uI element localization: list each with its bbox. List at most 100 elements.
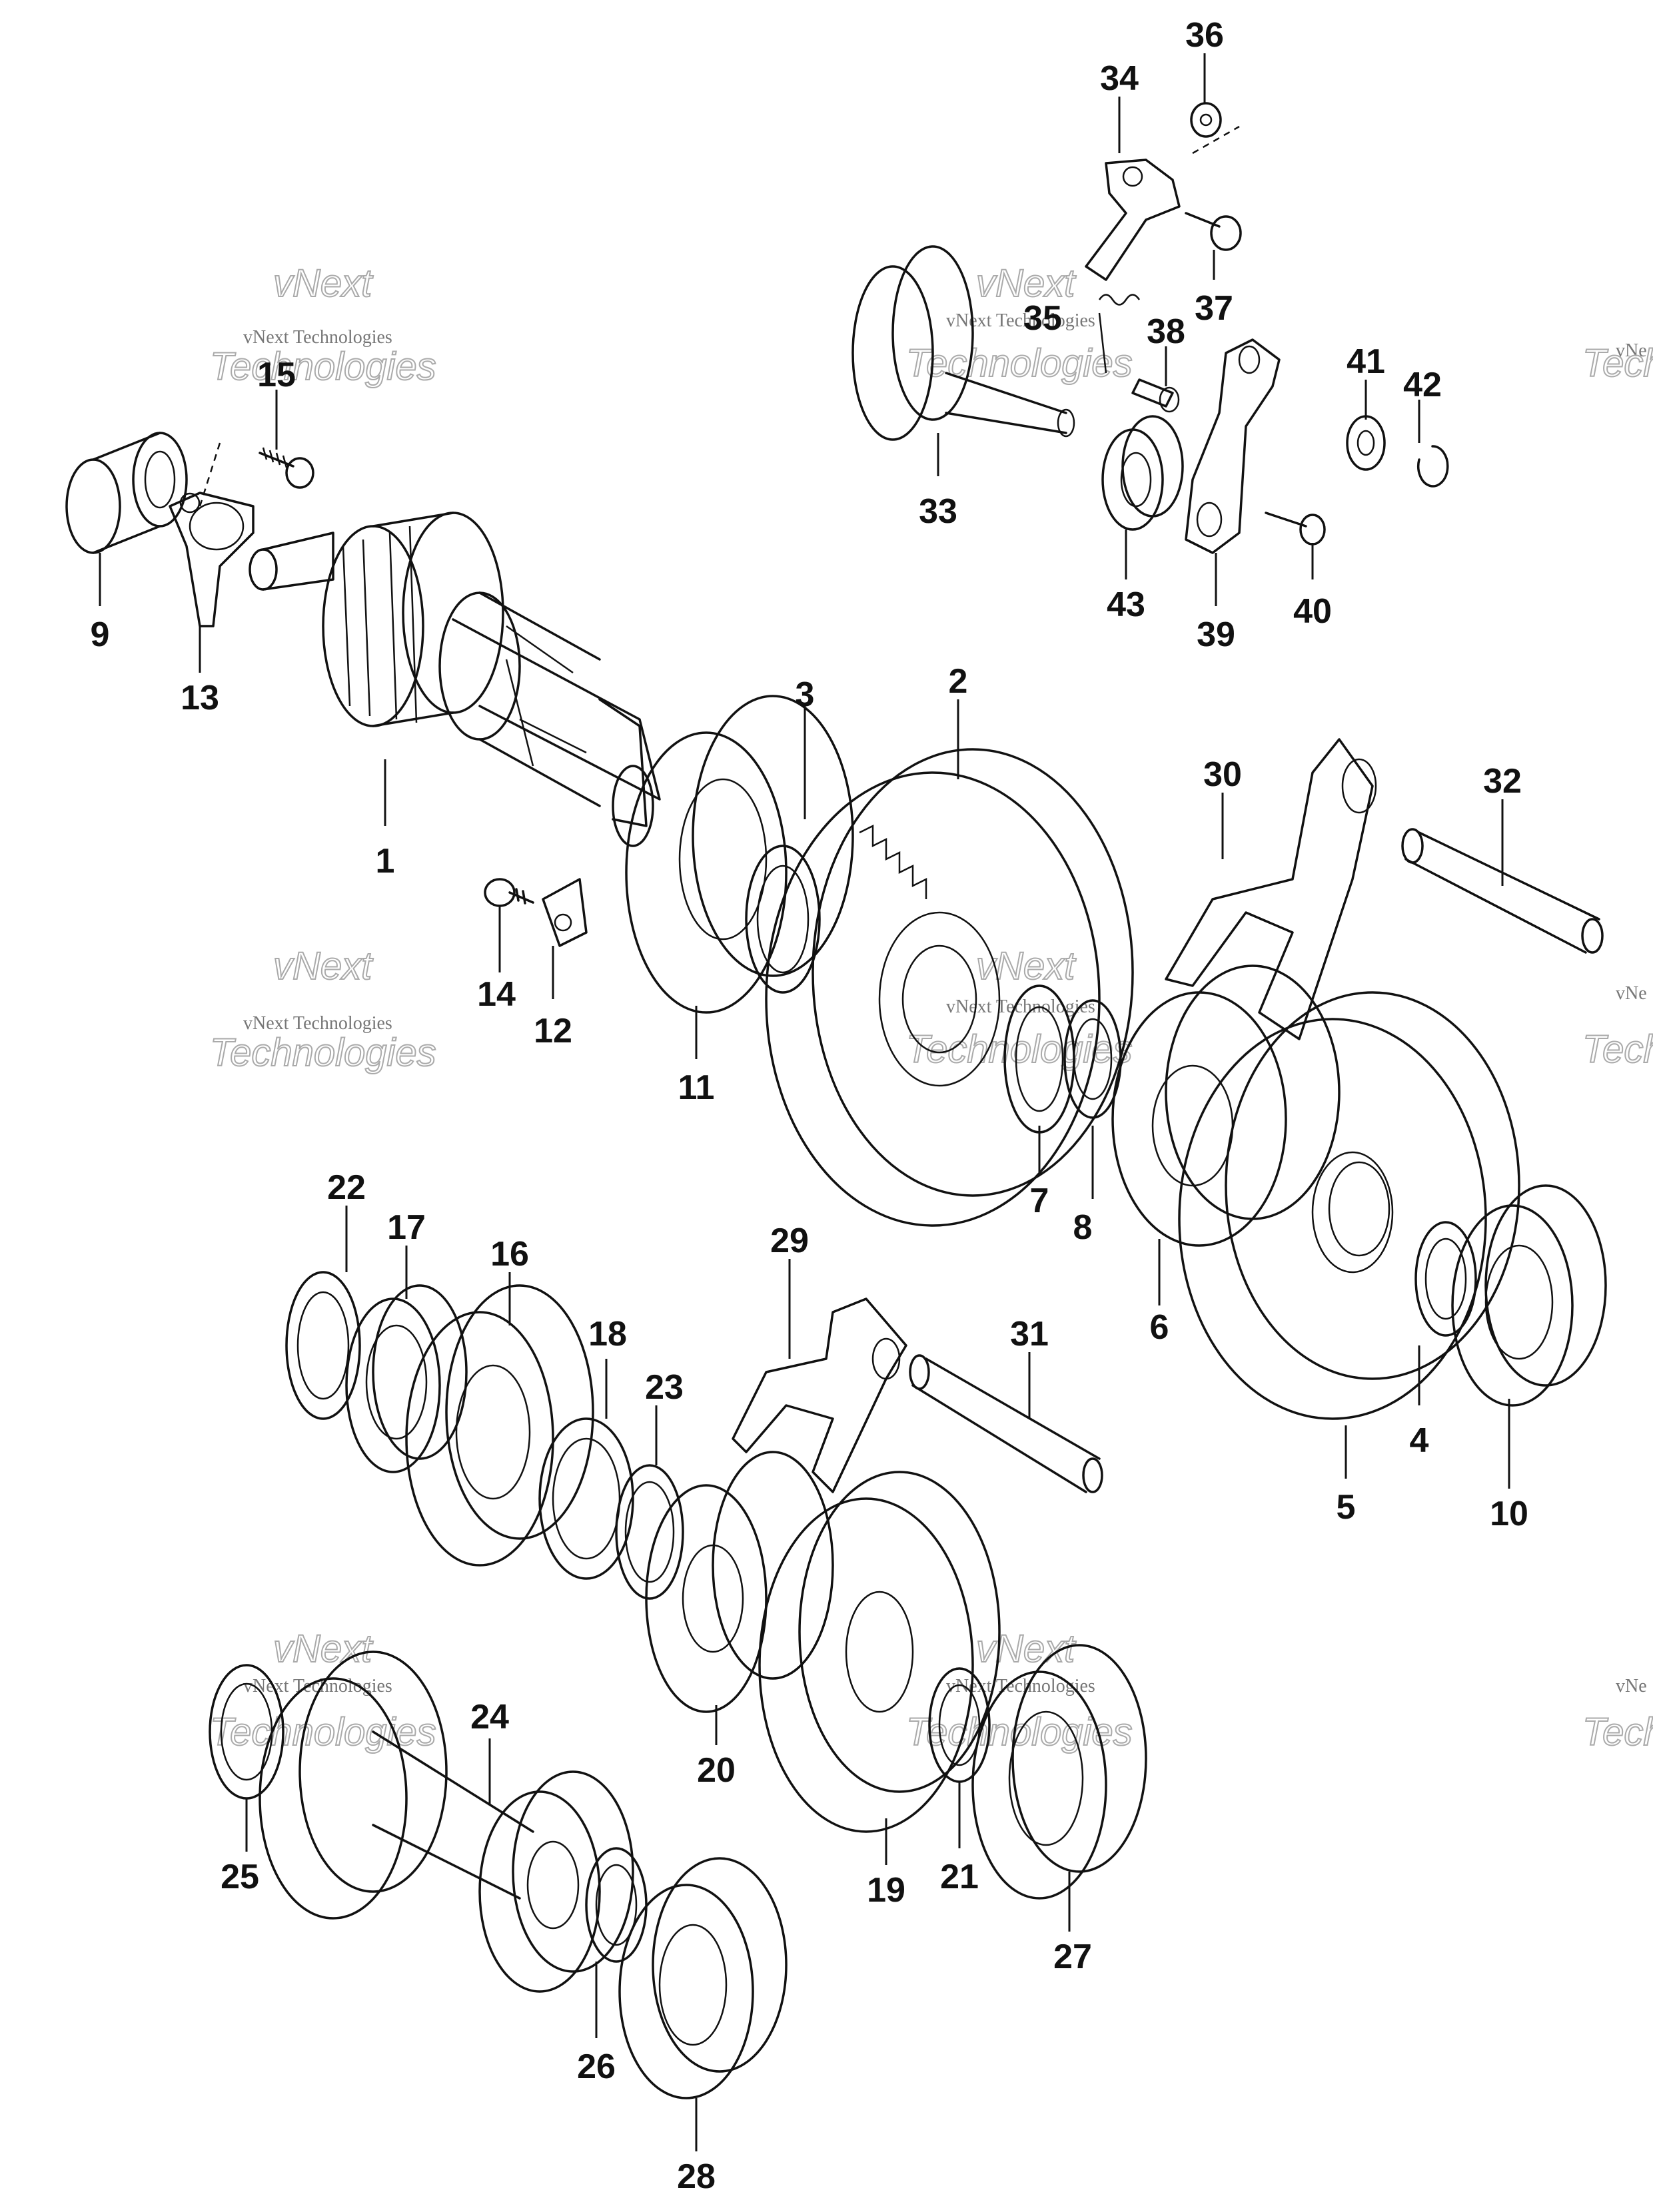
callout-21: 21 bbox=[940, 1858, 979, 1896]
part-4-washer bbox=[1414, 1221, 1477, 1337]
callout-16: 16 bbox=[490, 1235, 529, 1274]
callout-33: 33 bbox=[919, 492, 957, 531]
callout-4: 4 bbox=[1410, 1421, 1429, 1460]
watermark-4: vNext vNext Technologies Technologies bbox=[905, 944, 1133, 1072]
watermark-line-3: Technologies bbox=[210, 1031, 436, 1074]
callout-35: 35 bbox=[1023, 299, 1062, 338]
callout-31: 31 bbox=[1010, 1315, 1049, 1353]
part-17-bush bbox=[345, 1284, 468, 1473]
callout-17: 17 bbox=[387, 1208, 426, 1247]
callout-12: 12 bbox=[534, 1012, 572, 1050]
callout-40: 40 bbox=[1293, 592, 1332, 631]
watermark-line-3: Technologies bbox=[210, 345, 436, 388]
part-30-shift-fork bbox=[1165, 738, 1377, 1040]
part-24-countershaft bbox=[259, 1651, 634, 1993]
watermark-3: vNext vNext Technologies Technologies bbox=[209, 944, 437, 1075]
callout-37: 37 bbox=[1195, 289, 1233, 328]
callout-41: 41 bbox=[1347, 342, 1385, 381]
part-42-clip bbox=[1417, 445, 1449, 488]
callout-18: 18 bbox=[588, 1315, 627, 1353]
watermark-edge-6: Tech bbox=[1582, 1710, 1653, 1754]
callout-34: 34 bbox=[1100, 59, 1139, 98]
watermark-edge-2: Tech bbox=[1582, 342, 1653, 385]
part-26-washer bbox=[585, 1847, 648, 1963]
part-6-sliding-gear bbox=[1111, 964, 1341, 1247]
callout-9: 9 bbox=[91, 615, 110, 654]
part-12-lock-plate bbox=[542, 878, 588, 947]
watermark-line-1: vNext bbox=[976, 262, 1077, 305]
part-8-circlip bbox=[1063, 999, 1122, 1119]
callout-39: 39 bbox=[1197, 615, 1235, 654]
part-39-shift-lever bbox=[1185, 338, 1281, 554]
watermark-line-1: vNext bbox=[273, 944, 374, 988]
watermark-line-2: vNext Technologies bbox=[243, 327, 392, 348]
part-40-bolt bbox=[1265, 512, 1326, 546]
part-31-fork-shaft bbox=[909, 1354, 1103, 1493]
callout-7: 7 bbox=[1030, 1182, 1049, 1220]
watermark-line-1: vNext bbox=[273, 262, 374, 305]
part-19-gear bbox=[758, 1471, 1001, 1833]
callout-13: 13 bbox=[181, 679, 219, 717]
part-41-washer bbox=[1346, 415, 1386, 471]
part-20-sliding-gear bbox=[645, 1451, 834, 1713]
callout-2: 2 bbox=[949, 662, 968, 701]
watermark-edge-4: Tech bbox=[1582, 1028, 1653, 1071]
part-28-bearing bbox=[618, 1857, 788, 2099]
watermark-line-3: Technologies bbox=[210, 1710, 436, 1754]
part-14-screw bbox=[484, 878, 534, 907]
leader-lines bbox=[99, 53, 1510, 2151]
callout-22: 22 bbox=[327, 1168, 366, 1207]
callout-20: 20 bbox=[697, 1751, 736, 1790]
part-22-washer bbox=[285, 1271, 361, 1420]
part-5-large-gear bbox=[1178, 991, 1520, 1420]
callout-8: 8 bbox=[1073, 1208, 1093, 1247]
callout-25: 25 bbox=[221, 1858, 259, 1896]
watermark-line-2: vNext Technologies bbox=[946, 996, 1095, 1017]
callout-29: 29 bbox=[770, 1222, 809, 1260]
watermark-line-1: vNext bbox=[976, 944, 1077, 988]
part-3-washer bbox=[745, 845, 821, 994]
callout-11: 11 bbox=[678, 1068, 715, 1107]
callout-38: 38 bbox=[1147, 312, 1185, 351]
callout-23: 23 bbox=[645, 1368, 684, 1407]
part-2-large-gear bbox=[765, 748, 1134, 1227]
part-37-bolt bbox=[1185, 212, 1242, 251]
part-10-bearing bbox=[1451, 1184, 1607, 1407]
part-23-circlip bbox=[615, 1464, 684, 1600]
part-35-spring bbox=[1098, 294, 1141, 374]
watermark-line-2: vNext Technologies bbox=[946, 310, 1095, 331]
part-16-gear bbox=[405, 1284, 594, 1567]
callout-1: 1 bbox=[376, 842, 395, 881]
callout-27: 27 bbox=[1053, 1938, 1092, 1976]
callout-36: 36 bbox=[1185, 16, 1224, 55]
part-29-shift-fork bbox=[732, 1297, 907, 1493]
callout-14: 14 bbox=[477, 975, 516, 1014]
watermark-1: vNext vNext Technologies Technologies bbox=[209, 261, 437, 389]
part-27-bearing bbox=[971, 1644, 1147, 1900]
watermark-edge-3: vNe bbox=[1616, 983, 1647, 1004]
part-43-oil-seal bbox=[1101, 415, 1184, 531]
callout-numbers: 1 2 3 4 5 6 7 8 9 10 11 12 13 14 15 16 1… bbox=[91, 16, 1528, 2196]
callout-15: 15 bbox=[257, 356, 296, 394]
part-15-screw bbox=[259, 447, 314, 489]
callout-26: 26 bbox=[577, 2047, 616, 2086]
watermark-2: vNext vNext Technologies Technologies bbox=[905, 261, 1133, 386]
callout-5: 5 bbox=[1337, 1488, 1356, 1527]
watermark-line-1: vNext bbox=[273, 1627, 374, 1670]
callout-19: 19 bbox=[867, 1871, 905, 1910]
callout-30: 30 bbox=[1203, 755, 1242, 794]
callout-6: 6 bbox=[1150, 1308, 1169, 1347]
part-13-retainer-plate bbox=[169, 442, 255, 627]
part-11-bearing bbox=[625, 695, 854, 1014]
callout-3: 3 bbox=[796, 675, 815, 714]
callout-10: 10 bbox=[1490, 1495, 1528, 1533]
part-34-shift-arm bbox=[1085, 125, 1240, 281]
part-36-nut bbox=[1190, 102, 1222, 138]
callout-24: 24 bbox=[470, 1698, 509, 1736]
callout-43: 43 bbox=[1107, 585, 1145, 624]
watermark-5: vNext vNext Technologies Technologies bbox=[209, 1627, 437, 1754]
callout-32: 32 bbox=[1483, 762, 1522, 801]
part-32-fork-shaft bbox=[1401, 828, 1604, 954]
watermark-line-2: vNext Technologies bbox=[243, 1013, 392, 1034]
